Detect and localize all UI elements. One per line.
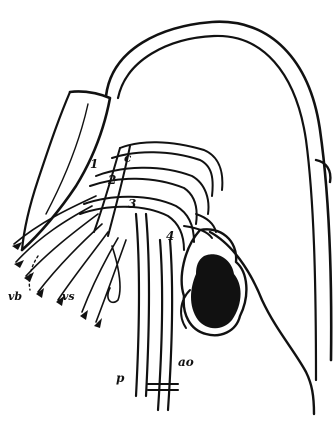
- label-vs: vs: [62, 290, 75, 303]
- label-4: 4: [166, 229, 174, 243]
- label-2: 2: [107, 173, 116, 187]
- label-c: c: [124, 151, 132, 165]
- body-outline: [106, 22, 331, 414]
- label-vb: vb: [8, 290, 22, 303]
- peripheral-branches: [14, 196, 126, 322]
- descending-vessels: [136, 214, 178, 410]
- branching-arches: [80, 142, 222, 250]
- branch-arrowheads: [12, 242, 102, 328]
- label-ao: ao: [178, 355, 194, 369]
- label-p: p: [116, 371, 125, 385]
- heart: [181, 229, 246, 335]
- label-3: 3: [128, 197, 136, 211]
- label-1: 1: [90, 157, 98, 171]
